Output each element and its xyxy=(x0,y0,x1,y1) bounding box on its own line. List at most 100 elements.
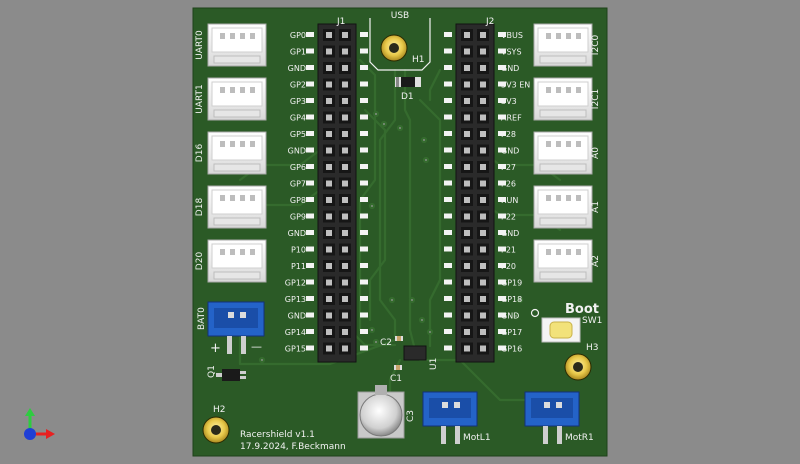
ref-h2: H2 xyxy=(213,405,226,415)
pin-label: GP1 xyxy=(290,48,306,57)
ref-motl1: MotL1 xyxy=(463,433,491,443)
via xyxy=(396,124,404,132)
connector-a1: A1 xyxy=(533,185,601,229)
connector-label: A1 xyxy=(591,201,601,213)
j1-pin xyxy=(326,197,332,203)
via xyxy=(408,296,416,304)
j1-pin xyxy=(326,164,332,170)
pin-label: GND xyxy=(501,64,519,73)
j1-pin xyxy=(342,98,348,104)
pin-label: GND xyxy=(501,147,519,156)
j1-pin xyxy=(326,279,332,286)
pin-label: GP6 xyxy=(290,163,306,172)
j2-pin xyxy=(464,81,470,88)
j1-pin xyxy=(326,48,332,55)
j1-pin xyxy=(326,296,332,302)
j2-pin xyxy=(480,230,486,236)
pin-label: GP18 xyxy=(501,295,522,304)
j2-pin xyxy=(480,246,486,253)
pin-label: GND xyxy=(288,229,306,238)
j2-pin xyxy=(464,131,470,137)
capacitor-c2 xyxy=(395,336,403,341)
pin-label: P20 xyxy=(501,262,516,271)
j1-pin xyxy=(342,131,348,137)
connector-i2c0: I2C0 xyxy=(533,23,601,67)
ref-bat0: BAT0 xyxy=(197,307,207,330)
ref-q1: Q1 xyxy=(207,365,217,378)
j1-pin xyxy=(342,180,348,187)
board-title: Racershield v1.1 xyxy=(240,430,315,440)
connector-d20: D20 xyxy=(195,239,267,283)
pin-label: GND xyxy=(288,312,306,321)
j2-pin xyxy=(464,263,470,269)
connector-uart0: UART0 xyxy=(195,23,267,67)
j2-pin xyxy=(480,65,486,71)
j2-pin xyxy=(464,197,470,203)
ref-j2: J2 xyxy=(485,17,494,27)
j1-pin xyxy=(326,32,332,38)
connector-label: UART1 xyxy=(195,84,205,114)
j2-pin xyxy=(480,131,486,137)
pin-label: VBUS xyxy=(501,31,523,40)
j1-pin xyxy=(342,197,348,203)
j1-pin xyxy=(326,329,332,335)
j1-pin xyxy=(342,230,348,236)
j2-pin xyxy=(480,48,486,55)
pin-label: P11 xyxy=(291,262,306,271)
via xyxy=(422,156,430,164)
pin-label: GP5 xyxy=(290,130,306,139)
pin-label: GND xyxy=(288,147,306,156)
j2-pin xyxy=(480,180,486,187)
via xyxy=(516,296,524,304)
pin-label: GP3 xyxy=(290,97,306,106)
j1-pin xyxy=(326,114,332,121)
j2-pin xyxy=(464,296,470,302)
connector-label: I2C0 xyxy=(591,35,601,56)
j2-pin xyxy=(464,213,470,220)
j1-pin xyxy=(342,48,348,55)
pin-label: P10 xyxy=(291,246,306,255)
j2-pin xyxy=(480,329,486,335)
boot-button-sw1[interactable] xyxy=(541,317,581,343)
pin-label: GP2 xyxy=(290,81,306,90)
j2-pin xyxy=(480,164,486,170)
j2-pin xyxy=(480,197,486,203)
j2-pin xyxy=(480,263,486,269)
bat-plus: + xyxy=(210,341,221,356)
ref-j1: J1 xyxy=(336,17,345,27)
ref-motr1: MotR1 xyxy=(565,433,594,443)
via xyxy=(388,296,396,304)
j2-pin xyxy=(480,147,486,154)
j2-pin xyxy=(480,279,486,286)
ref-c1: C1 xyxy=(390,374,402,384)
pin-label: GP14 xyxy=(285,328,306,337)
j2-pin xyxy=(464,98,470,104)
pin-label: GP19 xyxy=(501,279,522,288)
pin-label: GP9 xyxy=(290,213,306,222)
bat-minus: — xyxy=(251,340,262,353)
pin-label: P28 xyxy=(501,130,516,139)
j1-pin xyxy=(342,296,348,302)
pin-label: GP7 xyxy=(290,180,306,189)
connector-a0: A0 xyxy=(533,131,601,175)
j2-pin xyxy=(480,312,486,319)
j1-pin xyxy=(342,65,348,71)
connector-label: UART0 xyxy=(195,30,205,60)
chip-u1 xyxy=(403,345,427,361)
ref-h1: H1 xyxy=(412,55,425,65)
usb-outline xyxy=(369,18,431,71)
pin-label: P27 xyxy=(501,163,516,172)
motor-connector-motl1 xyxy=(422,391,478,444)
connector-a2: A2 xyxy=(533,239,601,283)
j1-pin-labels: GP0GP1GNDGP2GP3GP4GP5GNDGP6GP7GP8GP9GNDP… xyxy=(285,31,306,354)
via xyxy=(420,136,428,144)
battery-connector-bat0 xyxy=(207,301,265,354)
j1-pin xyxy=(342,32,348,38)
motor-connector-motr1 xyxy=(524,391,580,444)
j2-pin xyxy=(480,32,486,38)
j2-pin xyxy=(464,246,470,253)
via xyxy=(380,120,388,128)
j1-pin xyxy=(342,81,348,88)
